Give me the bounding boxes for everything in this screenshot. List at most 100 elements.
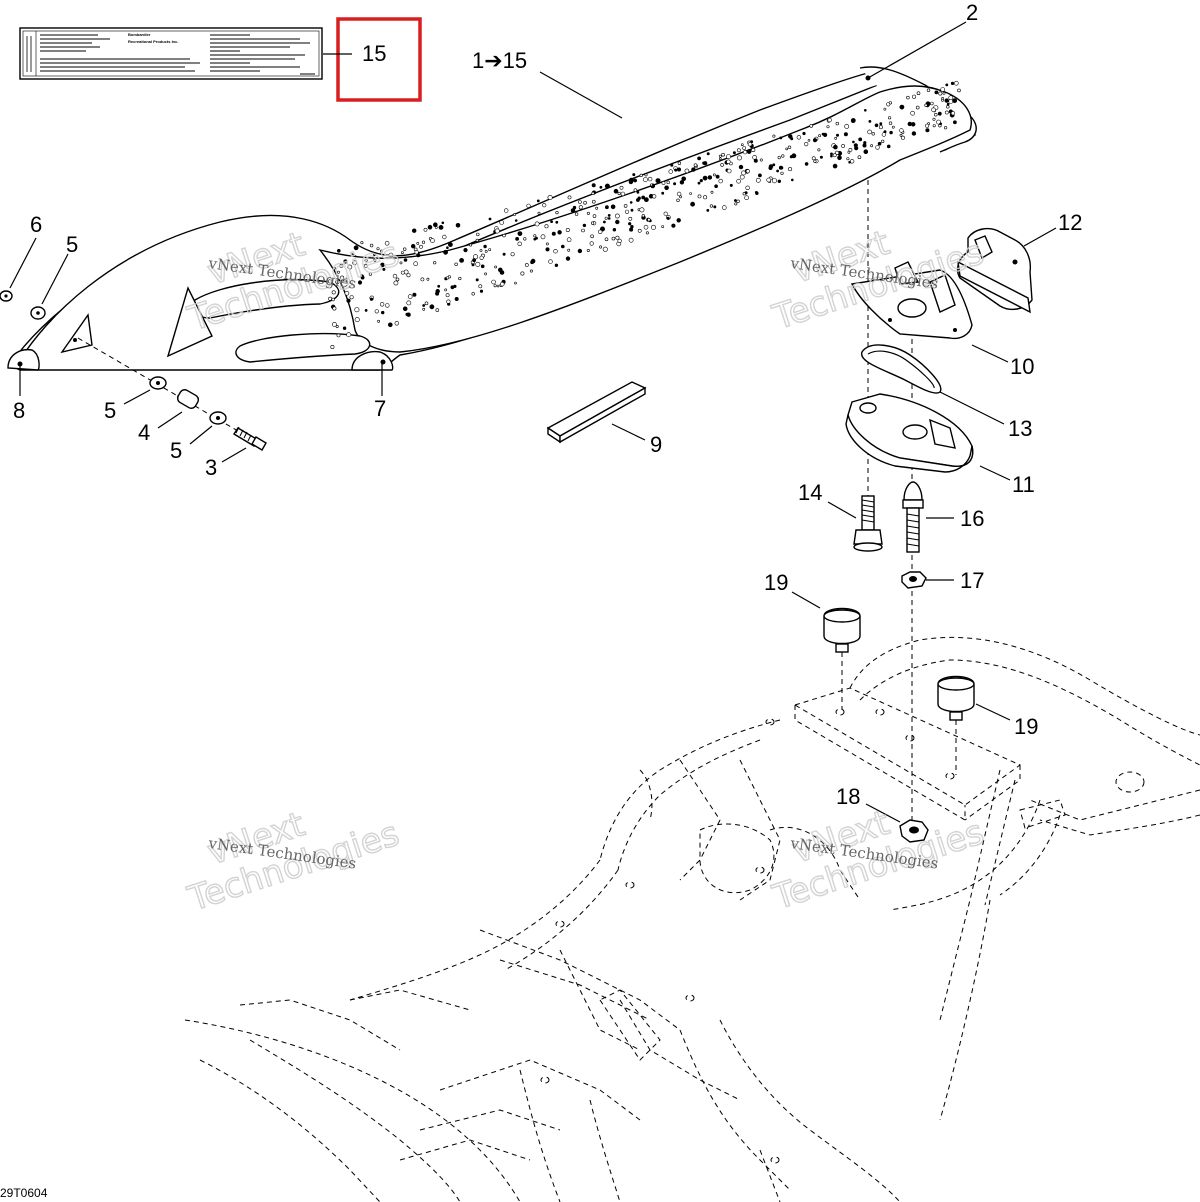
texture-dot: [446, 299, 451, 304]
cable-13[interactable]: [861, 344, 942, 394]
watermark-bottom-left: vNext Technologies vNext Technologies: [182, 804, 404, 921]
callout-4[interactable]: 4: [138, 420, 150, 445]
bolt-14[interactable]: [853, 495, 883, 552]
texture-dot: [932, 124, 936, 128]
texture-dot: [406, 300, 412, 306]
texture-dot: [867, 129, 872, 135]
texture-dot: [427, 224, 433, 230]
texture-dot: [673, 182, 677, 186]
texture-dot: [726, 154, 731, 159]
texture-dot: [878, 125, 883, 130]
callout-19-left[interactable]: 19: [764, 570, 788, 595]
callout-16[interactable]: 16: [960, 506, 984, 531]
stud-16[interactable]: [902, 481, 924, 553]
callout-12[interactable]: 12: [1058, 210, 1082, 235]
texture-dot: [771, 178, 777, 184]
callout-2[interactable]: 2: [966, 0, 978, 25]
texture-dot: [781, 154, 785, 158]
latch-12[interactable]: [956, 227, 1033, 314]
texture-dot: [567, 248, 571, 252]
callout-15-highlight[interactable]: 15: [362, 41, 386, 66]
texture-dot: [619, 185, 624, 190]
texture-dot: [929, 101, 934, 106]
callout-5-middle[interactable]: 5: [104, 398, 116, 423]
latch-plate-10[interactable]: [850, 261, 973, 340]
callout-5-bottom[interactable]: 5: [170, 438, 182, 463]
texture-dot: [360, 241, 364, 245]
texture-dot: [915, 105, 920, 110]
nut-18[interactable]: [899, 819, 929, 843]
callout-5-top[interactable]: 5: [66, 232, 78, 257]
texture-dot: [844, 124, 850, 129]
texture-dot: [463, 248, 468, 253]
callout-10[interactable]: 10: [1010, 354, 1034, 379]
texture-dot: [702, 175, 708, 181]
callout-19-right[interactable]: 19: [1014, 714, 1038, 739]
texture-dot: [931, 107, 936, 113]
texture-dot: [524, 263, 529, 267]
texture-dot: [607, 213, 611, 217]
texture-dot: [718, 178, 723, 184]
texture-dot: [881, 139, 885, 143]
washer-6[interactable]: [0, 290, 13, 302]
texture-dot: [517, 241, 522, 247]
screw-3[interactable]: [233, 426, 267, 451]
texture-dot: [857, 155, 862, 159]
callout-17[interactable]: 17: [960, 568, 984, 593]
texture-dot: [494, 265, 498, 269]
bumper-19-left[interactable]: [823, 607, 861, 653]
callout-14[interactable]: 14: [798, 480, 822, 505]
callout-6[interactable]: 6: [30, 212, 42, 237]
callout-9[interactable]: 9: [650, 432, 662, 457]
texture-dot: [772, 163, 776, 167]
callout-8[interactable]: 8: [13, 398, 25, 423]
texture-dot: [899, 128, 904, 133]
texture-dot: [555, 220, 559, 224]
callout-3[interactable]: 3: [205, 455, 217, 480]
texture-dot: [650, 183, 653, 187]
callout-13[interactable]: 13: [1008, 416, 1032, 441]
texture-dot: [624, 209, 630, 214]
texture-dot: [447, 242, 453, 247]
callout-1-to-15[interactable]: 1➔15: [472, 48, 527, 73]
spacer-4[interactable]: [176, 388, 200, 410]
texture-dot: [344, 290, 350, 296]
label-brand-line1: Bombardier: [128, 32, 151, 37]
washer-5-bottom[interactable]: [209, 411, 227, 425]
texture-dot: [788, 134, 793, 139]
texture-dot: [444, 288, 448, 292]
washer-5-top[interactable]: [30, 306, 46, 320]
texture-dot: [578, 205, 583, 210]
texture-dot: [848, 160, 851, 164]
texture-dot: [817, 148, 821, 152]
texture-dot: [721, 205, 727, 210]
texture-dot: [809, 124, 814, 128]
texture-dot: [843, 132, 848, 137]
seat-assembly[interactable]: [7, 66, 977, 371]
texture-dot: [553, 249, 558, 254]
nut-17[interactable]: [901, 571, 927, 589]
latch-base-11[interactable]: [845, 393, 974, 473]
texture-dot: [925, 123, 930, 128]
texture-dot: [533, 237, 537, 241]
texture-dot: [357, 280, 363, 285]
texture-dot: [744, 195, 749, 200]
texture-dot: [455, 223, 461, 228]
washer-5-middle[interactable]: [149, 376, 167, 390]
texture-dot: [721, 152, 725, 157]
callout-18[interactable]: 18: [836, 784, 860, 809]
texture-dot: [850, 118, 856, 123]
texture-dot: [833, 144, 838, 150]
bumper-19-right[interactable]: [937, 675, 975, 721]
texture-dot: [595, 206, 599, 210]
texture-dot: [742, 146, 747, 151]
texture-dot: [755, 191, 759, 196]
texture-dot: [430, 238, 435, 243]
warning-label-sticker[interactable]: Bombardier Recreational Products Inc.: [19, 27, 323, 80]
texture-dot: [661, 181, 666, 185]
callout-7[interactable]: 7: [374, 396, 386, 421]
texture-dot: [472, 258, 477, 263]
texture-dot: [758, 173, 762, 178]
callout-11[interactable]: 11: [1012, 472, 1035, 497]
foam-strip-9[interactable]: [546, 381, 647, 444]
